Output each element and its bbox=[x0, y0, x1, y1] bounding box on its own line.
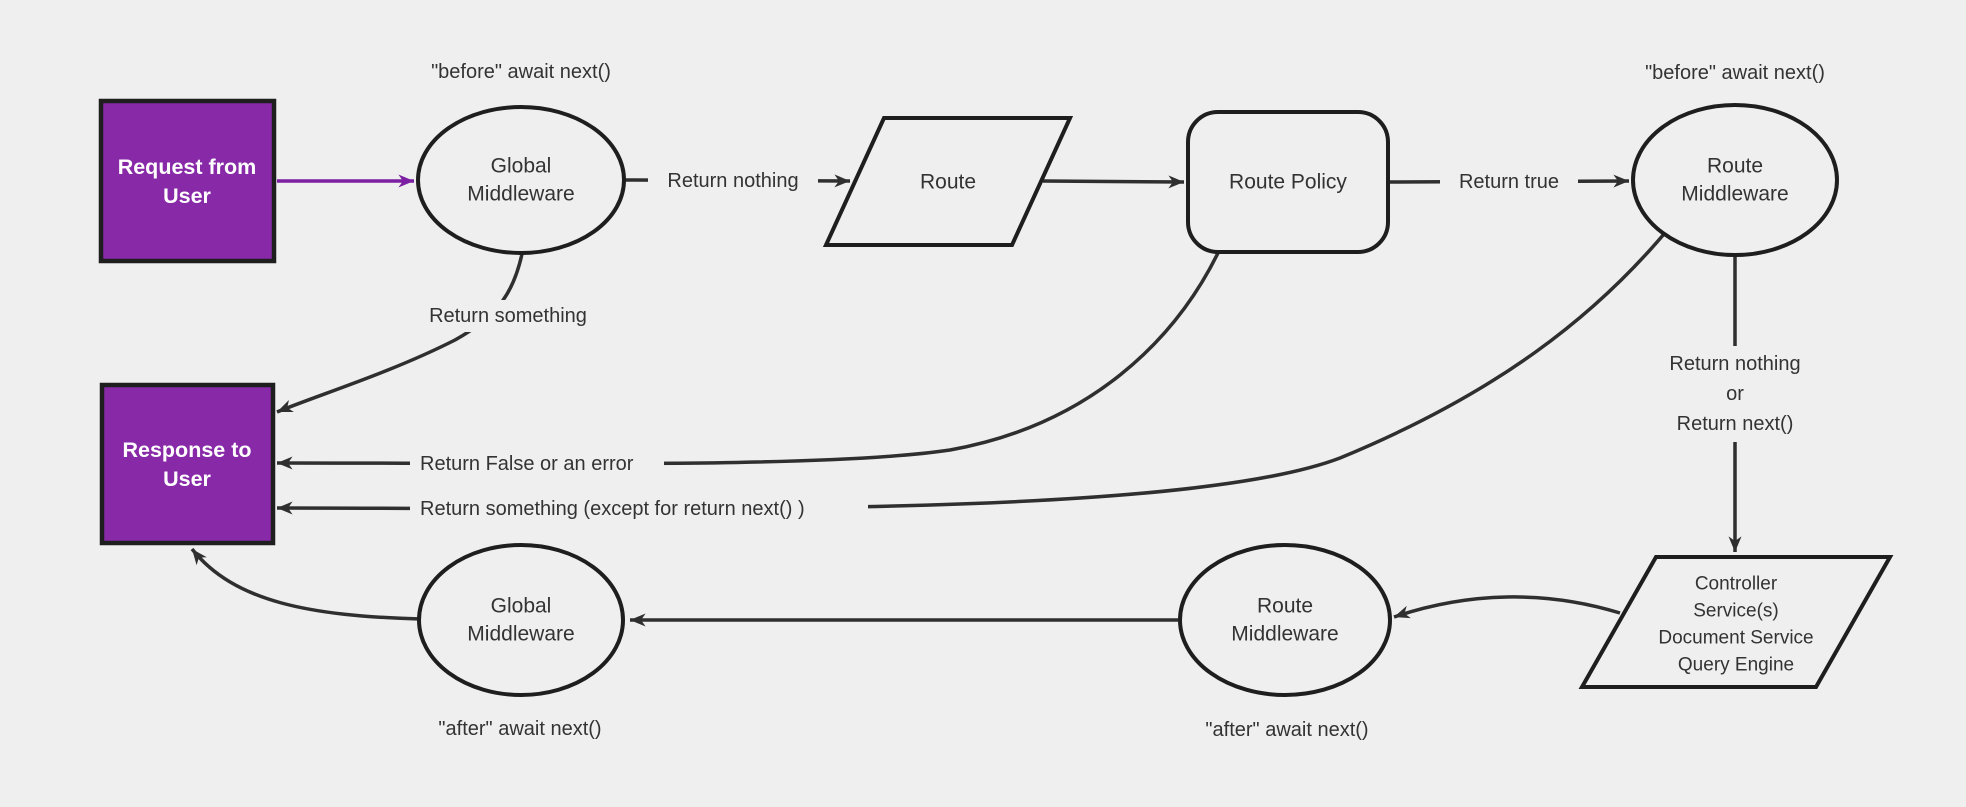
label-return-false-error: Return False or an error bbox=[420, 453, 634, 475]
route-middleware-bottom-shape bbox=[1178, 543, 1392, 697]
route-policy-label: Route Policy bbox=[1229, 171, 1347, 194]
edge-route-to-route-policy bbox=[1042, 175, 1185, 189]
controller-services-label-line1: Controller bbox=[1695, 574, 1778, 595]
node-controller-services: Controller Service(s) Document Service Q… bbox=[1578, 555, 1894, 689]
label-return-nothing: Return nothing bbox=[667, 170, 798, 192]
node-route-policy: Route Policy bbox=[1186, 110, 1390, 254]
label-return-nothing-or-line1: Return nothing bbox=[1669, 353, 1800, 375]
request-box-label-line2: User bbox=[163, 184, 211, 208]
controller-services-label-line3: Document Service bbox=[1658, 628, 1813, 649]
route-middleware-top-label-line2: Middleware bbox=[1681, 183, 1788, 206]
global-middleware-bottom-shape bbox=[417, 543, 625, 697]
global-middleware-top-label-line2: Middleware bbox=[467, 183, 574, 206]
route-middleware-bottom-label-line2: Middleware bbox=[1231, 623, 1338, 646]
route-label: Route bbox=[920, 171, 976, 194]
response-box-label-line2: User bbox=[163, 467, 211, 491]
label-bg-return-nothing bbox=[648, 163, 818, 199]
label-return-something-except: Return something (except for return next… bbox=[420, 498, 805, 520]
label-return-nothing-or-line2: or bbox=[1726, 383, 1744, 405]
request-box-label-line1: Request from bbox=[118, 155, 257, 179]
label-after-await-next-global: "after" await next() bbox=[438, 718, 601, 740]
node-global-middleware-top: Global Middleware bbox=[416, 105, 626, 255]
node-request-from-user: Request from User bbox=[98, 98, 277, 264]
label-bg-return-nothing-or bbox=[1636, 346, 1834, 442]
label-return-something: Return something bbox=[429, 305, 587, 327]
node-global-middleware-bottom: Global Middleware bbox=[417, 543, 625, 697]
global-middleware-bottom-label-line1: Global bbox=[491, 595, 552, 618]
label-bg-return-false-error bbox=[410, 447, 664, 479]
label-after-await-next-route: "after" await next() bbox=[1205, 719, 1368, 741]
node-route-middleware-top: Route Middleware bbox=[1631, 103, 1839, 257]
label-return-nothing-or-line3: Return next() bbox=[1677, 413, 1794, 435]
edge-global-middleware-return-something-to-response bbox=[276, 253, 524, 414]
response-box-label-line1: Response to bbox=[122, 438, 251, 462]
edge-controller-to-route-middleware-bottom bbox=[1393, 595, 1621, 619]
controller-services-label-line4: Query Engine bbox=[1678, 655, 1794, 676]
route-middleware-top-label-line1: Route bbox=[1707, 155, 1763, 178]
edge-global-middleware-bottom-to-response bbox=[190, 547, 422, 621]
route-middleware-top-shape bbox=[1631, 103, 1839, 257]
controller-services-label-line2: Service(s) bbox=[1693, 601, 1779, 622]
label-before-await-next-global: "before" await next() bbox=[431, 61, 611, 83]
label-return-true: Return true bbox=[1459, 171, 1559, 193]
controller-services-shape bbox=[1578, 555, 1894, 689]
route-policy-shape bbox=[1186, 110, 1390, 254]
label-before-await-next-route: "before" await next() bbox=[1645, 62, 1825, 84]
route-middleware-bottom-label-line1: Route bbox=[1257, 595, 1313, 618]
label-bg-return-something bbox=[408, 300, 608, 332]
node-response-to-user: Response to User bbox=[99, 382, 276, 546]
node-route-middleware-bottom: Route Middleware bbox=[1178, 543, 1392, 697]
route-shape bbox=[822, 116, 1074, 247]
node-route: Route bbox=[822, 116, 1074, 247]
edge-labels: "before" await next() "before" await nex… bbox=[408, 61, 1834, 741]
label-bg-return-true bbox=[1440, 164, 1578, 200]
global-middleware-top-label-line1: Global bbox=[491, 155, 552, 178]
response-box-shape bbox=[99, 382, 276, 546]
request-box-shape bbox=[98, 98, 277, 264]
label-bg-return-something-except bbox=[410, 492, 868, 524]
global-middleware-top-shape bbox=[416, 105, 626, 255]
global-middleware-bottom-label-line2: Middleware bbox=[467, 623, 574, 646]
